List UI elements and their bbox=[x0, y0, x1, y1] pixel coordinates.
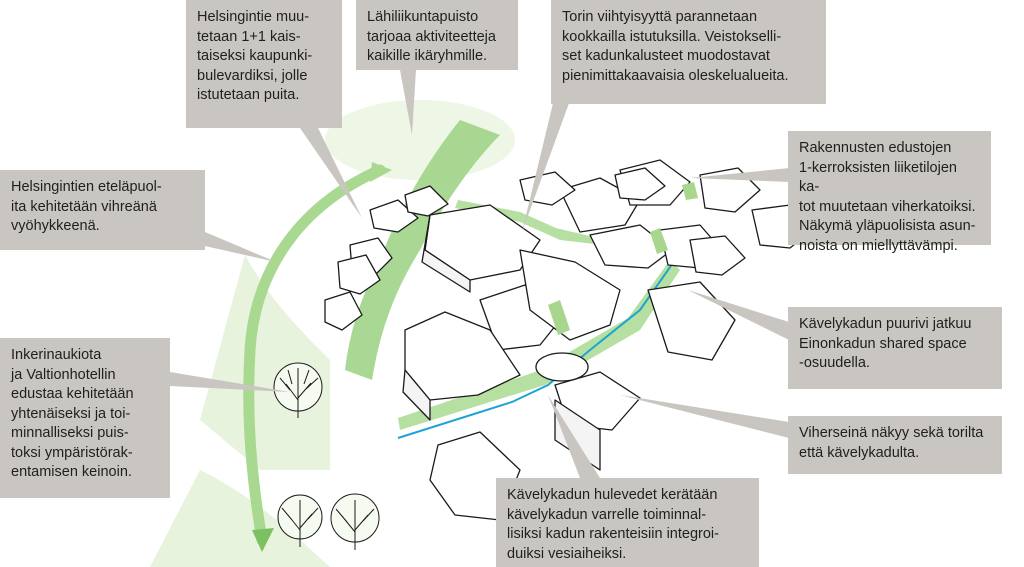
oval-pavilion bbox=[535, 352, 589, 382]
tree-icon-inkerinaukio bbox=[273, 362, 323, 418]
annotation-torin-viihtyisyys: Torin viihtyisyyttä parannetaan kookkail… bbox=[551, 0, 826, 104]
annotation-viherseina: Viherseinä näkyy sekä torilta että kävel… bbox=[788, 416, 1002, 474]
annotation-inkerinaukio: Inkerinaukiota ja Valtionhotellin edusta… bbox=[0, 338, 170, 498]
green-zone-arrow bbox=[243, 162, 392, 552]
annotation-kavelykadun-puurivi: Kävelykadun puurivi jatkuu Einonkadun sh… bbox=[788, 307, 1002, 389]
green-roofs bbox=[548, 182, 698, 335]
annotation-helsingintien-etelapuoli: Helsingintien eteläpuol- ita kehitetään … bbox=[0, 170, 205, 250]
annotation-rakennusten-edustat: Rakennusten edustojen 1-kerroksisten lii… bbox=[788, 131, 991, 254]
tree-icon-south-1 bbox=[277, 494, 323, 547]
annotation-helsingintie-boulevard: Helsingintie muu- tetaan 1+1 kais- taise… bbox=[186, 0, 342, 128]
tree-icons bbox=[273, 362, 380, 550]
callout-pointers bbox=[170, 70, 790, 478]
boulevard-green-band bbox=[345, 120, 500, 380]
building-blocks bbox=[324, 159, 813, 521]
tree-icon-south-2 bbox=[330, 493, 380, 550]
annotation-hulevedet: Kävelykadun hulevedet kerätään kävelykad… bbox=[496, 478, 759, 567]
annotation-lahiliikuntapuisto: Lähiliikuntapuisto tarjoaa aktiviteettej… bbox=[356, 0, 518, 70]
